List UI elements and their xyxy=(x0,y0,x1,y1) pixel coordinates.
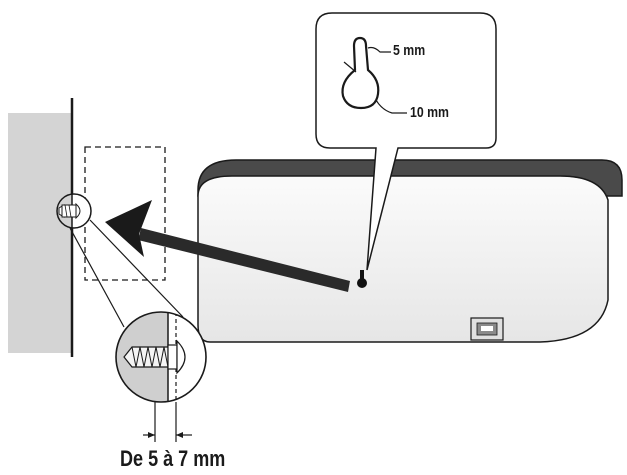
keyhole-callout xyxy=(315,12,497,271)
speaker-terminal xyxy=(470,317,504,341)
screw-protrusion-label: De 5 à 7 mm xyxy=(120,446,226,471)
wall xyxy=(8,98,74,357)
direction-arrow xyxy=(105,200,350,292)
speaker-unit xyxy=(197,159,623,343)
keyhole-slot-icon xyxy=(341,36,380,110)
hole-height-label: 10 mm xyxy=(410,104,449,121)
protrusion-dimension xyxy=(143,402,192,442)
hole-width-label: 5 mm xyxy=(393,42,426,59)
screw-area-dashed-box xyxy=(84,146,166,281)
screw-icon xyxy=(56,193,92,229)
keyhole-mount-point xyxy=(357,270,367,288)
